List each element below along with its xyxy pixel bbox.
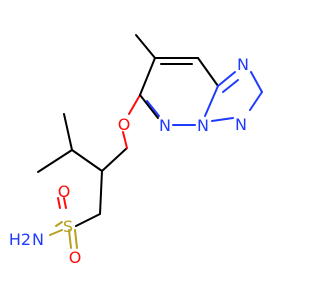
atom-amine-hydrogens: H2 — [9, 230, 31, 249]
carbon-bonds — [37, 34, 219, 227]
bond-s-n — [49, 229, 63, 236]
bond-o-left-tail — [57, 197, 61, 209]
bond-c6-n1-double — [146, 100, 160, 117]
ether-bonds — [122, 94, 141, 149]
bond-c6-o — [128, 94, 141, 115]
ring-n-bonds — [139, 71, 263, 126]
atom-sulfonyl-oxygen-bottom: O — [69, 248, 82, 267]
bond-n3-ch — [250, 71, 263, 93]
sulfonamide-bonds — [49, 197, 78, 249]
bond-isopropyl-me1 — [63, 113, 73, 151]
bond-o-left-tail-b — [63, 197, 67, 209]
atom-amine-nitrogen: N — [32, 230, 44, 249]
atom-nitrogen-pyridazine: N — [159, 116, 171, 135]
bond-s-o-bottom-b — [74, 229, 78, 249]
bond-n2-c8a — [204, 85, 219, 117]
bond-s-o-left-a — [55, 221, 63, 227]
atom-labels: N N N N O S O O N H2 — [9, 55, 249, 267]
atom-ether-oxygen: O — [118, 115, 131, 134]
structure-canvas: N N N N O S O O N H2 — [9, 34, 263, 267]
bond-c6-n1 — [139, 94, 159, 119]
bond-o-ch2 — [122, 131, 128, 149]
atom-sulfur: S — [63, 217, 73, 236]
bond-c8a-n3 — [217, 71, 236, 87]
bond-c7-c6 — [139, 57, 156, 96]
bond-isopropyl-me2 — [37, 149, 73, 173]
atom-nitrogen-right: N — [235, 115, 247, 134]
bond-ch2-ch — [101, 147, 128, 172]
molecule-diagram: N N N N O S O O N H2 — [9, 34, 263, 267]
bond-s-o-bottom-a — [68, 229, 72, 249]
bond-ch2s-s — [75, 213, 101, 227]
bond-n4-n2 — [211, 117, 234, 122]
atom-nitrogen-top-right: N — [237, 55, 249, 74]
bond-c8a-n3-inner — [222, 79, 239, 93]
atom-sulfonyl-oxygen-left: O — [58, 182, 71, 201]
bond-c8-c8a — [197, 57, 219, 87]
bond-ch-n4 — [249, 91, 263, 111]
atom-nitrogen-bridge: N — [197, 116, 209, 135]
bond-ch-ch2s — [99, 170, 103, 215]
bond-methyl — [135, 34, 156, 59]
bond-ch-isopropyl — [71, 149, 103, 172]
